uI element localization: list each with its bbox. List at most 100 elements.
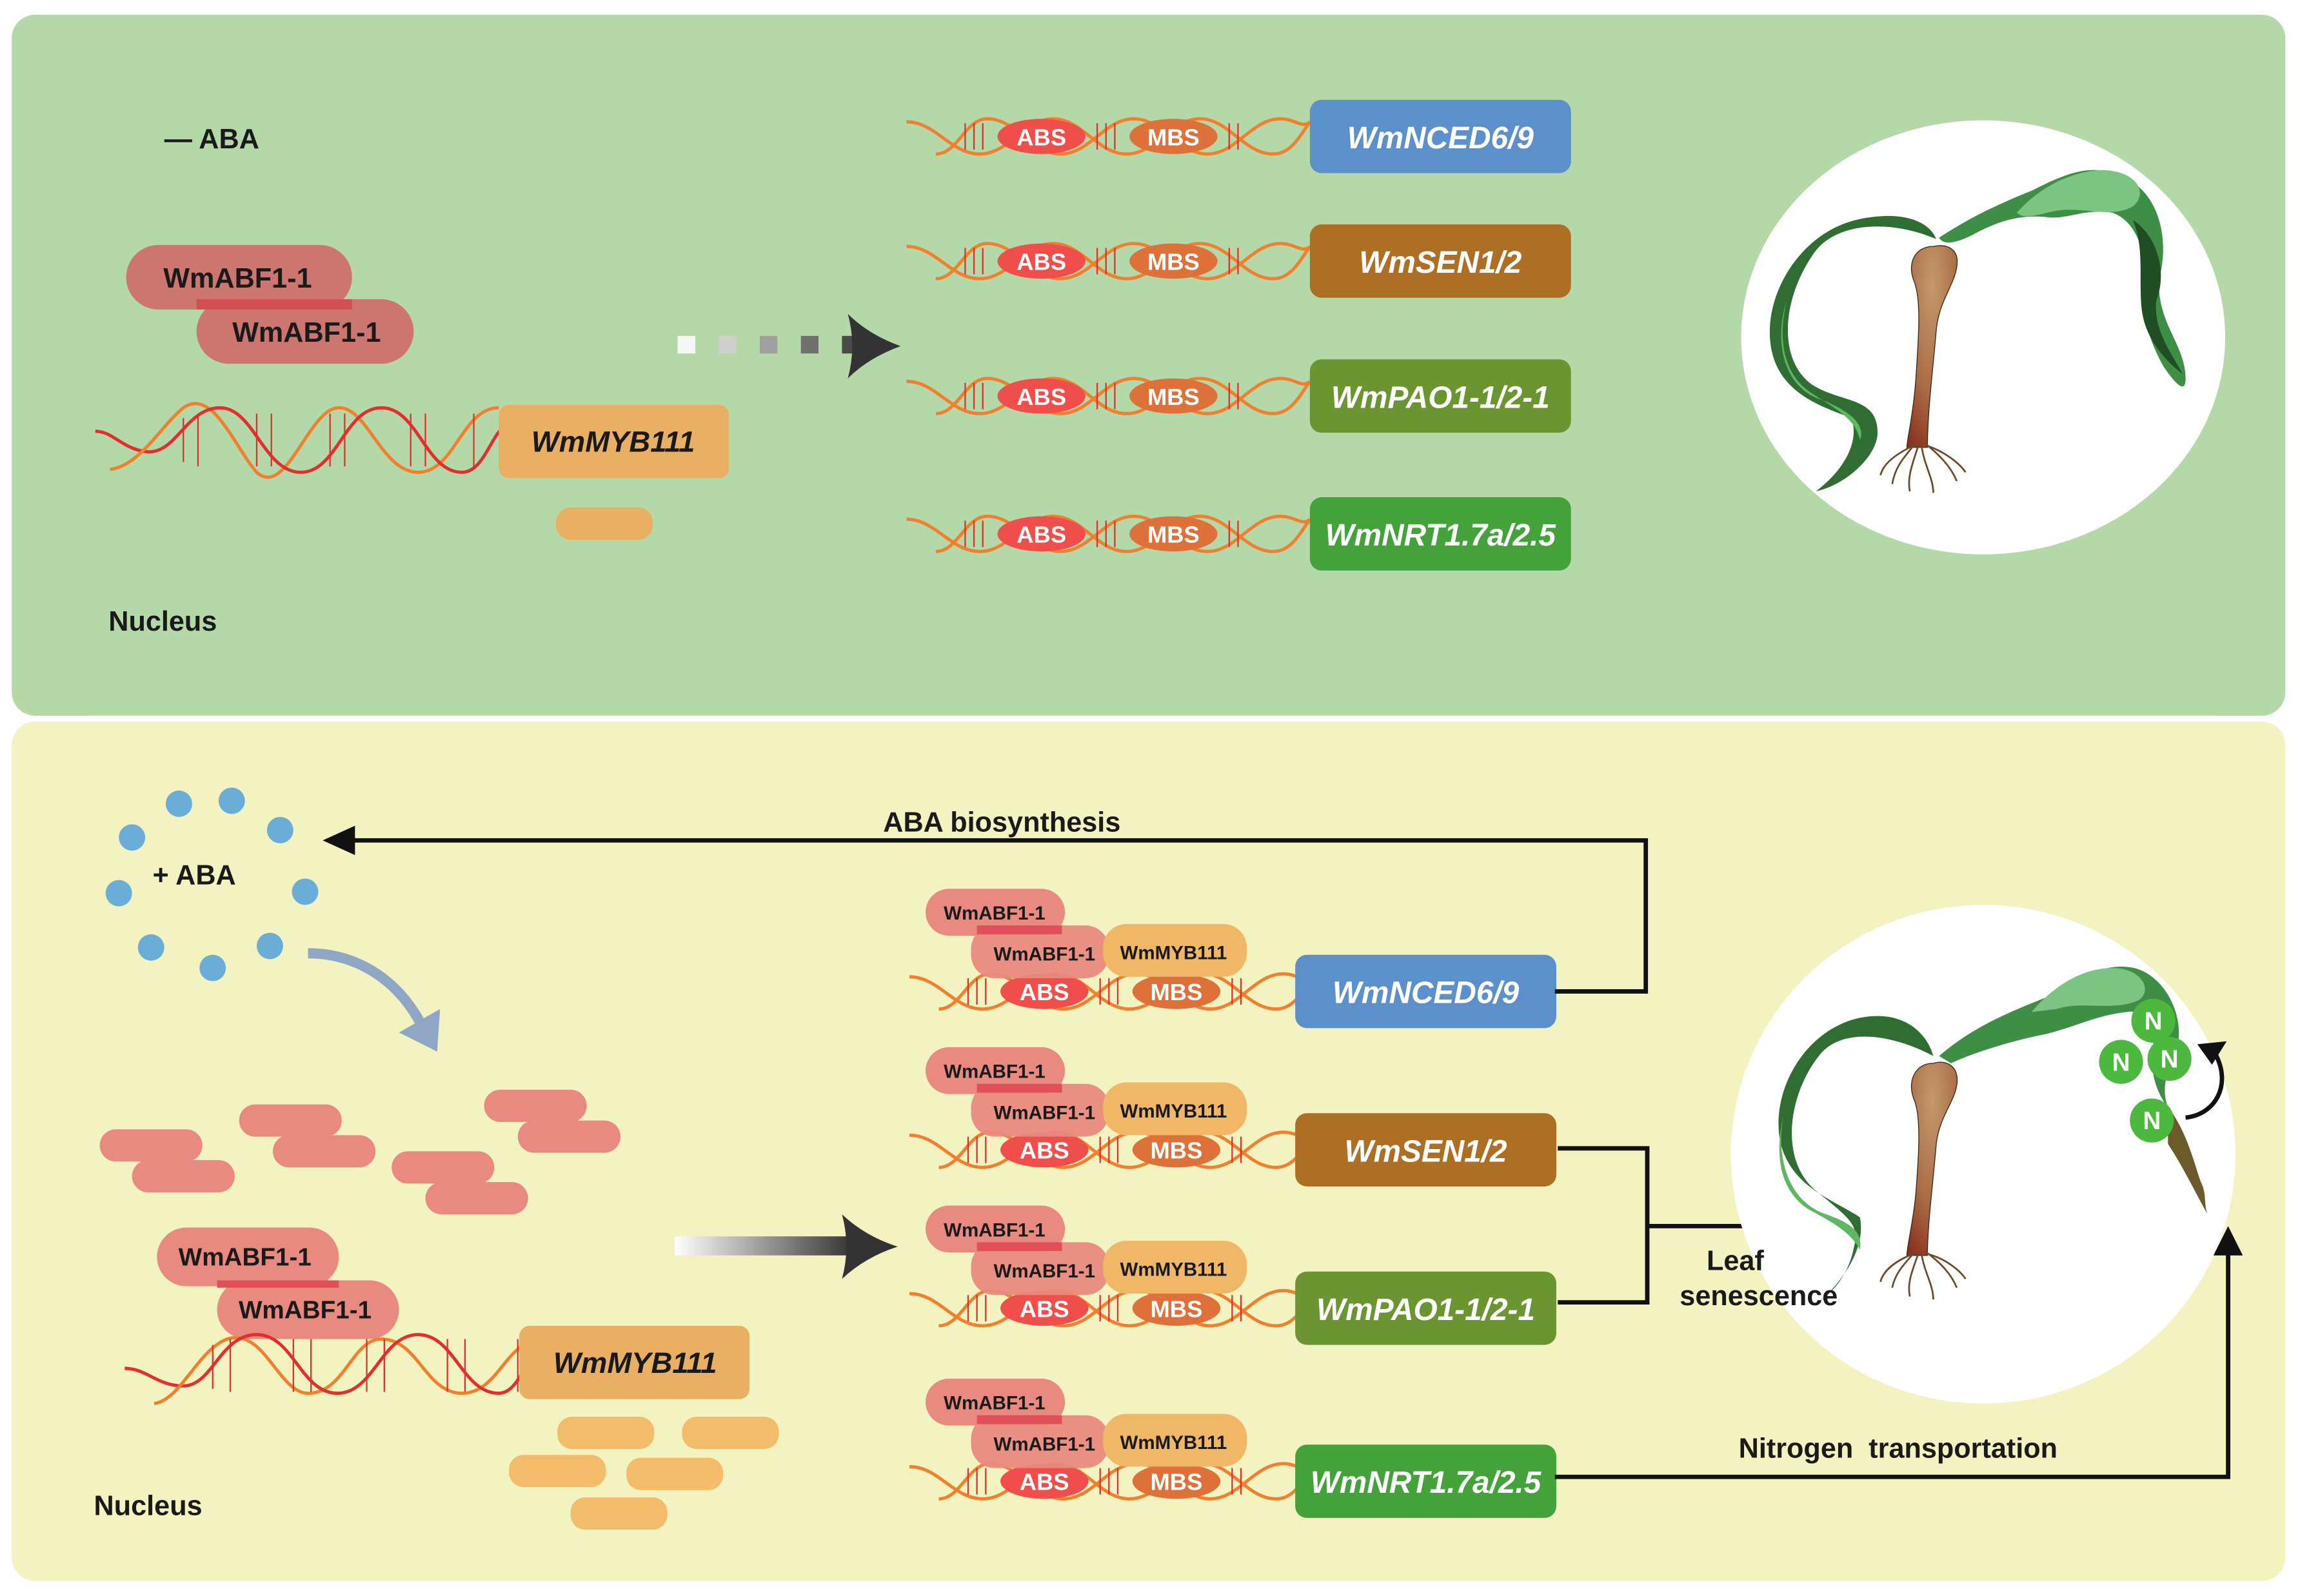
myb-label: WmMYB111 [1120,1432,1227,1453]
abs-label: ABS [1016,124,1066,150]
abs-label: ABS [1020,1469,1069,1495]
abf-label: WmABF1-1 [944,1061,1046,1083]
plant-circle [1730,905,2236,1404]
aba-dot [218,787,245,814]
abf-label: WmABF1-1 [993,1102,1095,1123]
abs-label: ABS [1016,384,1066,410]
target-gene-label: WmNCED6/9 [1333,976,1520,1010]
promoter-dna: ABS MBS [906,117,1311,156]
abf-protein [926,1205,1066,1253]
bottom-nucleus-label: Nucleus [94,1490,203,1521]
nitrogen-label: N [2112,1049,2130,1076]
abf-protein [971,1242,1109,1296]
bottom-myb-gene-box [519,1325,750,1399]
overlap-highlight [977,1242,1062,1252]
myb-label: WmMYB111 [1120,1259,1227,1281]
overlap-highlight [977,1083,1062,1093]
abf-label: WmABF1-1 [993,1261,1095,1282]
abs-label: ABS [1020,979,1069,1005]
abf-label: WmABF1-1 [944,1219,1046,1241]
aba-dot [256,932,283,960]
aba-dot [292,878,319,905]
promoter-dna: ABS MBS [909,1462,1314,1501]
myb-protein [1103,1082,1247,1136]
top-condition-label: — ABA [164,124,259,155]
nitrogen-transport-label: Nitrogen transportation [1739,1433,2057,1464]
target-gene-label: WmSEN1/2 [1359,246,1522,280]
abf-protein [126,244,352,310]
nitrogen-remobilization-arrow [2185,1052,2225,1120]
myb-protein [1103,923,1247,977]
mbs-label: MBS [1147,384,1200,410]
abs-site [1000,1290,1089,1326]
abs-label: ABS [1020,1138,1069,1164]
mbs-site [1132,1290,1221,1326]
overlap-highlight [196,299,352,310]
bottom-myb-gene-label: WmMYB111 [553,1346,717,1379]
top-myb-gene-label: WmMYB111 [531,426,695,458]
aba-dot [105,880,132,907]
target-gene-box [1309,99,1571,173]
target-gene-label: WmNRT1.7a/2.5 [1311,1466,1542,1500]
mbs-site [1132,1463,1221,1499]
abf-label: WmABF1-1 [993,1433,1095,1455]
target-row: ABS MBS WmNCED6/9 [906,99,1571,173]
aba-dot [137,934,164,961]
abf-label: WmABF1-1 [993,944,1095,965]
top-myb-protein [555,507,653,540]
nitrogen-label: N [2161,1046,2179,1074]
mbs-label: MBS [1151,1469,1203,1495]
top-panel-background [12,14,2286,716]
bottom-condition-label: + ABA [153,860,236,891]
mbs-site [1132,974,1221,1009]
nitrogen-circle [2131,998,2176,1043]
mbs-label: MBS [1151,1296,1203,1322]
top-dna-helix [95,402,507,479]
target-gene-box [1295,1113,1556,1187]
abs-site [997,516,1086,552]
mbs-label: MBS [1147,124,1200,150]
aba-biosynthesis-label: ABA biosynthesis [883,807,1120,838]
abf-protein [971,925,1109,979]
nitrogen-transport-arrow [1554,1226,2243,1479]
target-gene-box [1295,954,1556,1029]
aba-entry-arrow [308,948,441,1052]
leaf-label: Leaf [1707,1246,1764,1277]
myb-label: WmMYB111 [1120,1101,1227,1122]
myb-label: WmMYB111 [1120,942,1227,963]
top-abf-dimer: WmABF1-1 WmABF1-1 [126,244,414,364]
target-gene-label: WmNCED6/9 [1347,121,1534,155]
nitrogen-circle [2130,1098,2174,1143]
mbs-site [1132,1132,1221,1168]
abf-protein [926,1047,1066,1094]
abf-label: WmABF1-1 [944,1393,1046,1414]
overlap-highlight [977,1415,1062,1424]
abf-label: WmABF1-1 [179,1244,312,1272]
abf-protein [926,1378,1066,1426]
senescence-label: senescence [1680,1281,1838,1312]
target-gene-box [1309,224,1571,298]
target-gene-label: WmNRT1.7a/2.5 [1325,518,1557,553]
mbs-site [1129,243,1218,279]
abf-protein [926,889,1066,936]
mbs-site [1129,516,1218,552]
mbs-label: MBS [1147,522,1200,548]
top-weak-activation-arrow [677,313,901,379]
abf-label: WmABF1-1 [163,263,312,294]
abf-protein [971,1083,1109,1137]
